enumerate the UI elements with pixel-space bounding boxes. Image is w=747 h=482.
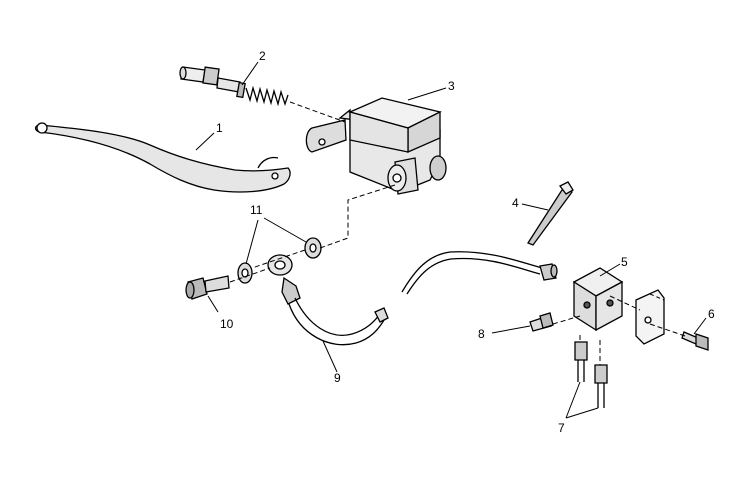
screw-6 bbox=[681, 331, 709, 351]
brake-lever bbox=[34, 122, 291, 193]
terminals-7 bbox=[574, 341, 608, 408]
assembly-lines bbox=[229, 101, 686, 365]
spring-coils bbox=[245, 85, 289, 107]
callouts: 1 2 3 4 5 6 7 8 9 10 11 bbox=[216, 49, 715, 435]
callout-2: 2 bbox=[259, 49, 266, 63]
banjo-bolt bbox=[185, 275, 230, 300]
mounting-bracket bbox=[635, 289, 665, 345]
fitting-8 bbox=[529, 312, 554, 332]
callout-8: 8 bbox=[478, 327, 485, 341]
brake-line-tube bbox=[401, 251, 558, 295]
leader-lines bbox=[195, 61, 707, 419]
cable-tie bbox=[527, 181, 574, 246]
switch-block bbox=[572, 267, 624, 332]
washers bbox=[237, 237, 322, 284]
callout-5: 5 bbox=[621, 255, 628, 269]
callout-3: 3 bbox=[448, 79, 455, 93]
callout-9: 9 bbox=[334, 371, 341, 385]
callout-10: 10 bbox=[220, 317, 234, 331]
callout-11: 11 bbox=[250, 203, 263, 217]
callout-7: 7 bbox=[558, 421, 565, 435]
push-rod-spring bbox=[179, 66, 289, 107]
callout-4: 4 bbox=[512, 196, 519, 210]
callout-6: 6 bbox=[708, 307, 715, 321]
master-cylinder bbox=[305, 97, 447, 195]
brake-hose bbox=[267, 254, 389, 346]
callout-1: 1 bbox=[216, 121, 223, 135]
